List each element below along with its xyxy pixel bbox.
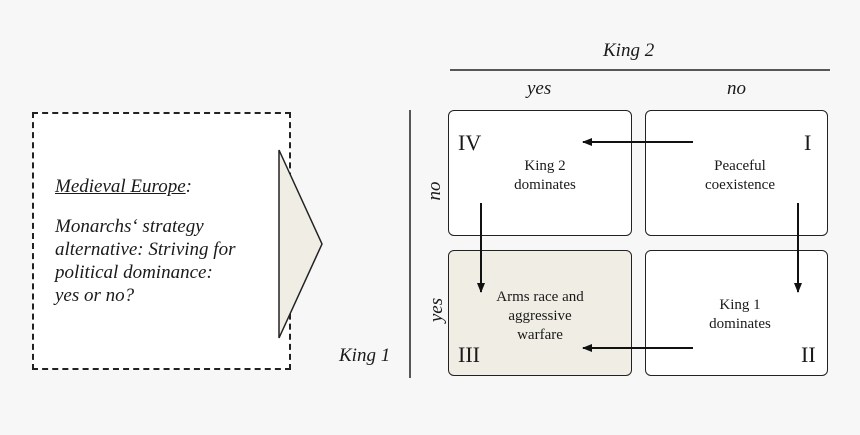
cell-top-left — [448, 110, 632, 236]
cell-numeral-ii: II — [801, 342, 816, 367]
row-header-line — [409, 110, 411, 378]
context-box — [32, 112, 291, 370]
column-label-yes: yes — [527, 78, 552, 99]
cell-numeral-iii: III — [458, 342, 480, 367]
cell-text-line: Arms race and — [496, 289, 584, 305]
context-line: alternative: Striving for — [55, 239, 236, 260]
cell-bottom-left — [448, 250, 632, 376]
cell-text-line: dominates — [709, 316, 771, 332]
context-line: political dominance: — [55, 262, 213, 283]
transition-arrow-icon — [278, 149, 323, 339]
cell-text-king2-dominates: King 2 dominates — [490, 157, 600, 195]
cell-numeral-i: I — [804, 130, 812, 155]
row-player-label: King 1 — [339, 345, 391, 366]
column-player-label: King 2 — [603, 40, 655, 61]
cell-text-line: aggressive — [508, 308, 572, 324]
context-text: Monarchs‘ strategy alternative: Striving… — [55, 215, 280, 307]
context-title: Medieval Europe: — [55, 176, 192, 198]
context-title-colon: : — [185, 176, 192, 197]
cell-text-line: King 2 — [524, 158, 566, 174]
cell-numeral-iv: IV — [458, 130, 482, 155]
column-header-line — [450, 69, 830, 71]
context-line: Monarchs‘ strategy — [55, 216, 204, 237]
cell-text-peaceful-coexistence: Peaceful coexistence — [680, 157, 800, 195]
cell-text-line: warfare — [517, 327, 563, 343]
cell-text-arms-race: Arms race and aggressive warfare — [476, 288, 604, 345]
context-line: yes or no? — [55, 285, 135, 306]
context-title-text: Medieval Europe — [55, 176, 186, 197]
cell-text-line: King 1 — [719, 297, 761, 313]
column-label-no: no — [727, 78, 746, 99]
cell-text-line: coexistence — [705, 177, 775, 193]
cell-text-line: Peaceful — [714, 158, 766, 174]
cell-text-line: dominates — [514, 177, 576, 193]
cell-text-king1-dominates: King 1 dominates — [680, 296, 800, 334]
